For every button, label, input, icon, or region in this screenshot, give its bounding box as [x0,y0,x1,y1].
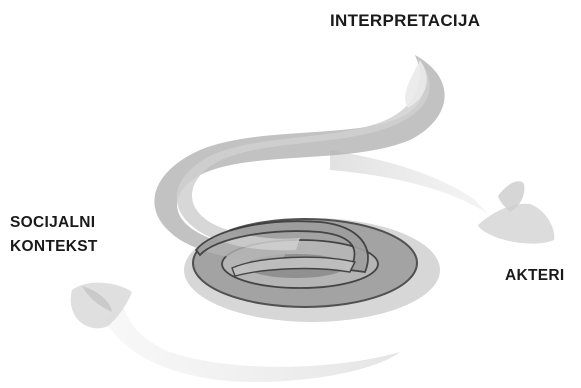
right-arrow-head [478,204,554,244]
interpretacija-label: INTERPRETACIJA [330,11,480,31]
socijalni-kontekst-label: SOCIJALNI KONTEKST [10,211,98,259]
socijalni-line: SOCIJALNI [10,211,98,235]
akteri-label: AKTERI [505,267,565,285]
bottom-arrow-band [104,308,400,382]
right-arrow-band [330,150,488,214]
kontekst-line: KONTEKST [10,235,98,259]
